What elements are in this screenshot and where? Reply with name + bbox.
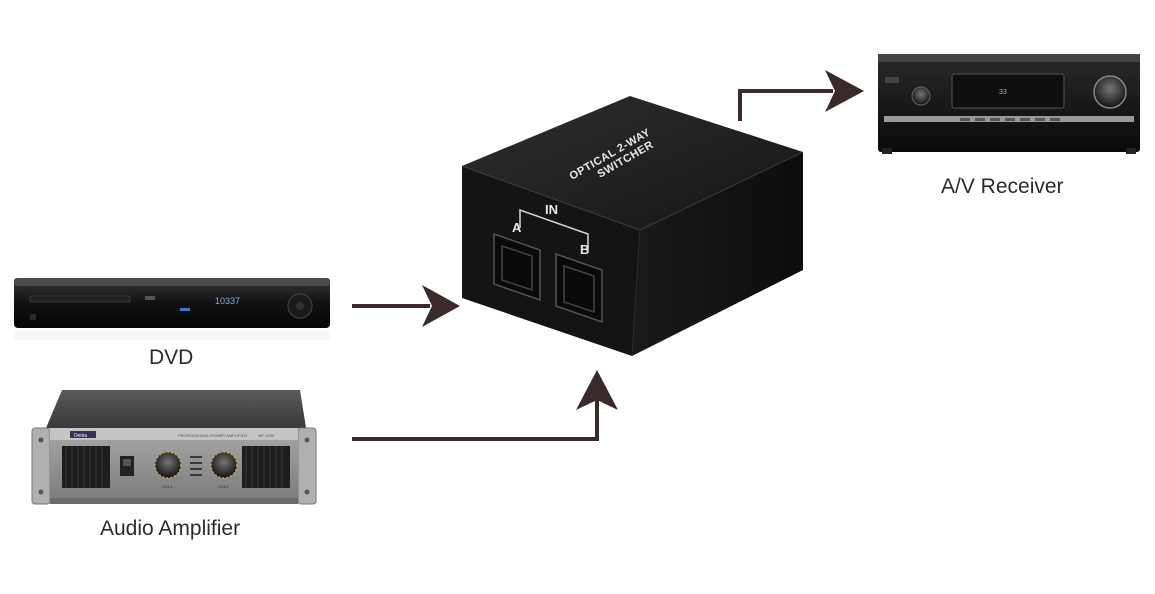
optical-port-a bbox=[493, 232, 541, 302]
amplifier-logo bbox=[70, 431, 96, 438]
port-b-label: B bbox=[580, 242, 589, 257]
disc-tray bbox=[29, 295, 131, 303]
arrow-switcher-to-receiver bbox=[738, 70, 864, 121]
switcher-side bbox=[632, 152, 803, 356]
amplifier-header-text: PROFESSIONAL POWER AMPLIFIER bbox=[178, 433, 247, 438]
optical-switcher: OPTICAL 2-WAY SWITCHER IN A B bbox=[461, 96, 804, 357]
channel-1-knob-icon bbox=[154, 451, 182, 479]
av-receiver: 33 bbox=[878, 54, 1140, 154]
receiver-display-text: 33 bbox=[999, 89, 1007, 96]
input-knob-icon bbox=[911, 86, 931, 106]
dvd-label: DVD bbox=[149, 346, 194, 369]
dvd-display: 10337 bbox=[215, 296, 240, 306]
knob-ch1-label: CH-1 bbox=[163, 484, 173, 489]
amplifier-vent-left bbox=[62, 446, 110, 488]
switcher-in-label: IN bbox=[545, 202, 558, 217]
audio-amplifier: Denia PROFESSIONAL POWER AMPLIFIER MP-10… bbox=[31, 390, 317, 505]
channel-2-knob-icon bbox=[210, 451, 238, 479]
arrow-amplifier-to-switcher bbox=[352, 370, 618, 441]
amplifier-vent-right bbox=[242, 446, 290, 488]
amplifier-label: Audio Amplifier bbox=[100, 517, 241, 540]
optical-port-b bbox=[555, 252, 603, 324]
arrow-dvd-to-switcher bbox=[352, 285, 460, 327]
receiver-display bbox=[951, 73, 1065, 109]
port-a-label: A bbox=[512, 220, 522, 235]
amplifier-model: MP-1000 bbox=[258, 433, 275, 438]
receiver-label: A/V Receiver bbox=[941, 175, 1064, 198]
volume-knob-icon bbox=[1093, 75, 1127, 109]
dvd-player: 10337 bbox=[14, 278, 330, 328]
in-bracket bbox=[519, 208, 589, 250]
knob-ch2-label: CH-2 bbox=[219, 484, 229, 489]
amplifier-brand: Denia bbox=[74, 433, 87, 439]
